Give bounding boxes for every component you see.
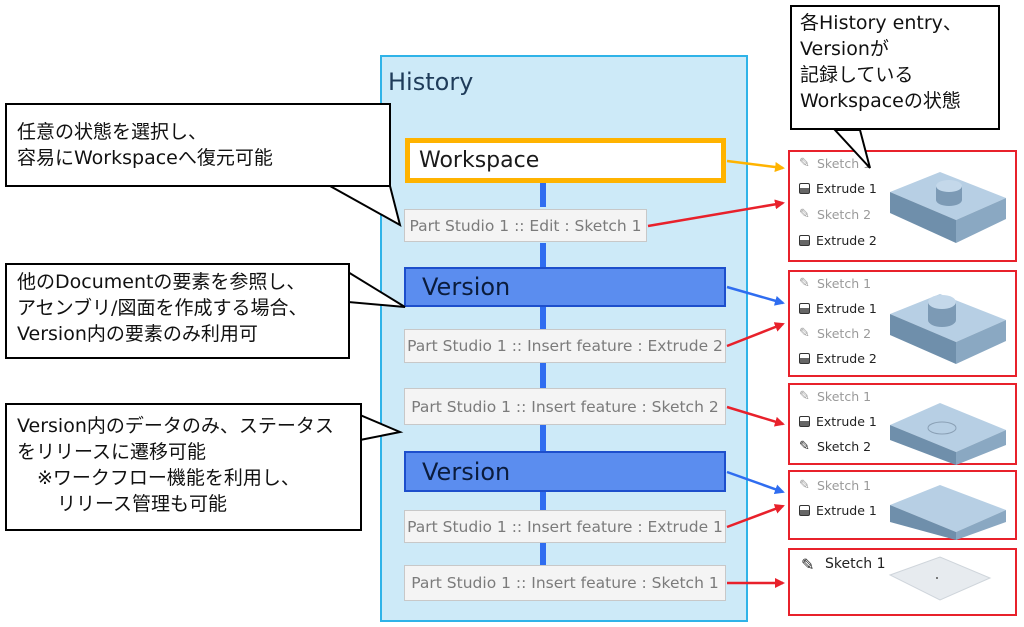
callout-restore: 任意の状態を選択し、 容易にWorkspaceへ復元可能 [5,103,391,187]
feature-sketch1: ✎Sketch 1 [801,554,886,574]
pencil-icon: ✎ [799,389,810,404]
feature-extrude1: Extrude 1 [799,301,877,316]
callout-tail-reference [347,270,406,308]
callout-tail-release [359,413,404,442]
state-arrow [726,322,785,348]
history-connector [540,492,546,510]
pencil-icon: ✎ [801,554,815,574]
pencil-icon: ✎ [799,156,810,171]
state-arrow [726,405,785,427]
callout-release: Version内のデータのみ、ステータス をリリースに遷移可能 ※ワークフロー機… [5,403,362,531]
extrude-icon [799,353,810,364]
part-3d-preview [890,172,1006,243]
history-connector [540,243,546,267]
state-arrow [647,199,785,228]
feature-sketch2: ✎Sketch 2 [799,439,872,454]
pencil-icon: ✎ [799,478,810,493]
history-connector [540,183,546,207]
version-entry-2[interactable]: Version [404,451,726,492]
history-entry-insert-sketch2[interactable]: Part Studio 1 :: Insert feature : Sketch… [404,388,726,425]
part-3d-preview [890,485,1006,540]
callout-tail-top [832,129,871,169]
callout-reference: 他のDocumentの要素を参照し、 アセンブリ/図面を作成する場合、 Vers… [5,263,350,359]
sketch-plane-preview [888,556,992,601]
history-title: History [388,68,474,96]
feature-extrude1: Extrude 1 [799,414,877,429]
pencil-icon: ✎ [799,439,810,454]
feature-sketch1: ✎Sketch 1 [799,478,872,493]
feature-extrude1: Extrude 1 [799,503,877,518]
callout-history-states: 各History entry、 Versionが 記録している Workspac… [790,5,1000,130]
history-connector [540,425,546,451]
history-connector [540,543,546,565]
workspace-arrow [726,159,785,172]
extrude-icon [799,505,810,516]
feature-sketch1: ✎Sketch 1 [799,156,872,171]
history-entry-edit-sketch1[interactable]: Part Studio 1 :: Edit : Sketch 1 [404,209,647,242]
feature-extrude2: Extrude 2 [799,351,877,366]
version-entry-1[interactable]: Version [404,267,726,307]
feature-sketch1: ✎Sketch 1 [799,276,872,291]
callout-tail-restore [326,185,402,228]
part-3d-preview [890,403,1006,465]
state-arrow [726,504,785,529]
pencil-icon: ✎ [799,326,810,341]
part-3d-preview [890,294,1006,364]
feature-extrude1: Extrude 1 [799,181,877,196]
version-arrow [726,470,785,495]
history-connector [540,363,546,388]
version-arrow [726,285,785,306]
workspace-entry[interactable]: Workspace [405,138,726,183]
history-connector [540,307,546,329]
history-entry-insert-sketch1[interactable]: Part Studio 1 :: Insert feature : Sketch… [404,565,726,601]
extrude-icon [799,235,810,246]
extrude-icon [799,303,810,314]
extrude-icon [799,416,810,427]
pencil-icon: ✎ [799,207,810,222]
feature-extrude2: Extrude 2 [799,233,877,248]
extrude-icon [799,183,810,194]
history-entry-insert-extrude2[interactable]: Part Studio 1 :: Insert feature : Extrud… [404,329,726,363]
pencil-icon: ✎ [799,276,810,291]
feature-sketch2: ✎Sketch 2 [799,207,872,222]
feature-sketch2: ✎Sketch 2 [799,326,872,341]
history-entry-insert-extrude1[interactable]: Part Studio 1 :: Insert feature : Extrud… [404,510,726,543]
feature-sketch1: ✎Sketch 1 [799,389,872,404]
